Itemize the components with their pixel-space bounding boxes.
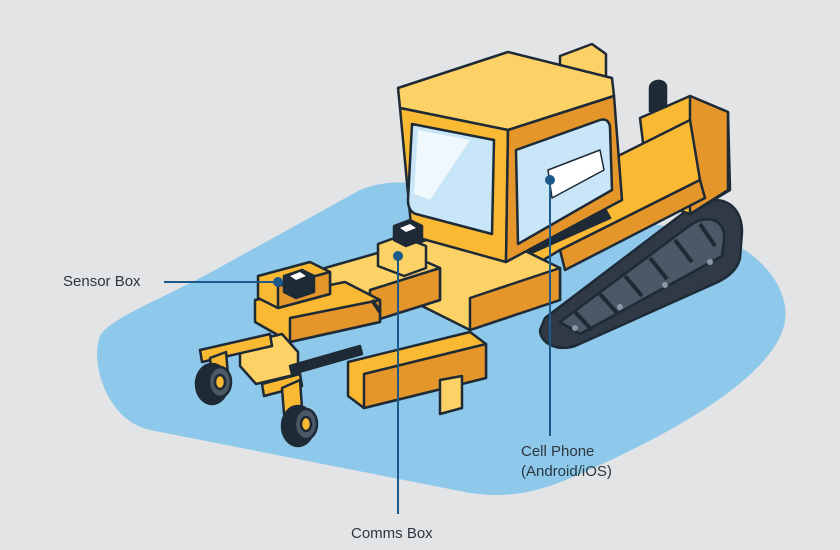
- sensor-box: [256, 260, 332, 310]
- cell-phone-label-line1: Cell Phone: [521, 443, 595, 460]
- wheel-right: [280, 404, 319, 448]
- callout-lines: [164, 175, 555, 514]
- blade: [346, 330, 488, 416]
- cell-phone-label: Cell Phone (Android/iOS): [521, 442, 612, 482]
- wheel-left: [194, 362, 233, 406]
- crawler-track: [538, 198, 744, 349]
- cell-phone-label-line2: (Android/iOS): [521, 463, 612, 480]
- cab: [396, 50, 624, 264]
- front-wheel-assembly: [194, 332, 319, 448]
- comms-box-label: Comms Box: [351, 525, 433, 542]
- sensor-box-label: Sensor Box: [63, 273, 141, 290]
